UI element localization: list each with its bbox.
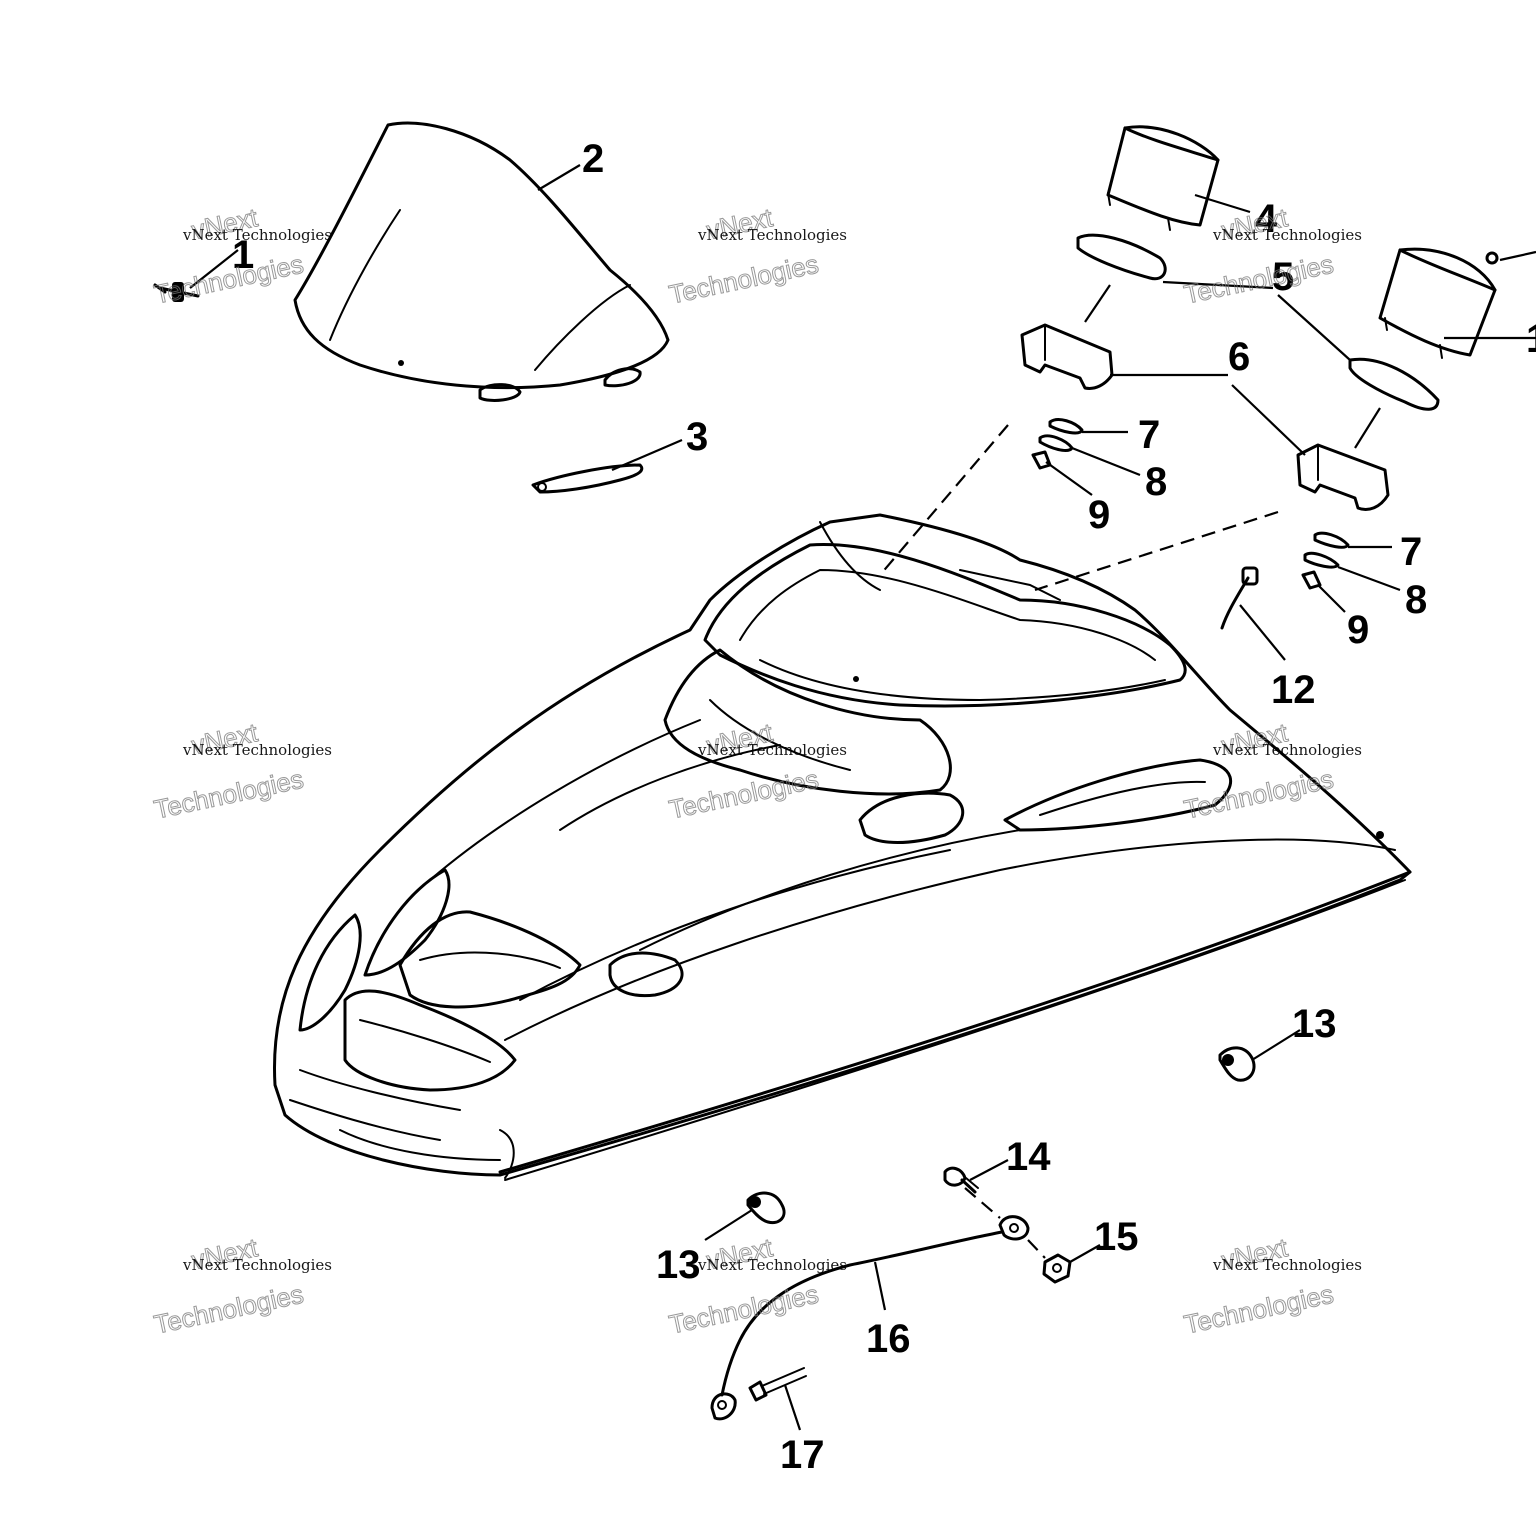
svg-text:Technologies: Technologies: [151, 1279, 306, 1340]
nut-part: [1042, 1253, 1072, 1284]
trim-strip: [531, 463, 644, 494]
callout-6: 6: [1228, 335, 1250, 379]
watermark: vNext vNext Technologies Technologies: [1181, 1232, 1362, 1341]
svg-text:Technologies: Technologies: [1181, 1279, 1336, 1340]
hardware-left: [1031, 418, 1084, 470]
svg-text:Technologies: Technologies: [1181, 764, 1336, 825]
gauge-bezel-left: [1020, 323, 1114, 390]
svg-text:vNext Technologies: vNext Technologies: [1212, 226, 1362, 244]
callout-5: 5: [1272, 255, 1294, 299]
callout-7-right: 7: [1400, 530, 1422, 574]
svg-text:vNext Technologies: vNext Technologies: [182, 1256, 332, 1274]
clip-right: [1218, 1046, 1256, 1082]
callout-8-left: 8: [1145, 460, 1167, 504]
svg-text:Technologies: Technologies: [666, 764, 821, 825]
svg-text:vNext Technologies: vNext Technologies: [1212, 741, 1362, 759]
svg-text:Technologies: Technologies: [151, 764, 306, 825]
watermark: vNext vNext Technologies Technologies: [1181, 717, 1362, 826]
gauge-left: [1106, 125, 1220, 231]
svg-text:vNext Technologies: vNext Technologies: [182, 226, 332, 244]
watermark: vNext vNext Technologies Technologies: [666, 202, 847, 311]
svg-text:Technologies: Technologies: [666, 249, 821, 310]
leader-lines: [189, 164, 1536, 1431]
callout-2: 2: [582, 137, 604, 181]
callout-9-left: 9: [1088, 493, 1110, 537]
callout-12: 12: [1271, 668, 1316, 712]
svg-text:vNext Technologies: vNext Technologies: [697, 741, 847, 759]
svg-text:vNext Technologies: vNext Technologies: [1212, 1256, 1362, 1274]
callout-4: 4: [1255, 197, 1278, 241]
callout-14: 14: [1006, 1135, 1051, 1179]
watermark: vNext vNext Technologies Technologies: [151, 717, 332, 826]
callout-3: 3: [686, 415, 708, 459]
bolt-part: [943, 1166, 979, 1194]
gauge-ring-right: [1348, 357, 1440, 411]
callouts: 1 2 3 4 5 6 7 8 9 7 8 9 12 13 13 14 15 1…: [232, 137, 1536, 1477]
watermarks: vNext vNext Technologies Technologies vN…: [151, 202, 1362, 1341]
watermark: vNext vNext Technologies Technologies: [151, 1232, 332, 1341]
gauge-ring-left: [1076, 233, 1167, 281]
callout-8-right: 8: [1405, 578, 1427, 622]
callout-17: 17: [780, 1433, 825, 1477]
callout-edge: 1: [1526, 317, 1536, 361]
clip-left: [746, 1191, 786, 1225]
callout-1: 1: [232, 233, 254, 277]
callout-13-right: 13: [1292, 1002, 1337, 1046]
rivet-part: [748, 1367, 807, 1402]
hood-body: [272, 513, 1412, 1181]
callout-13-left: 13: [656, 1243, 701, 1287]
watermark: vNext vNext Technologies Technologies: [666, 717, 847, 826]
svg-text:Technologies: Technologies: [1181, 249, 1336, 310]
hardware-right: [1301, 531, 1350, 590]
edge-screw: [1485, 250, 1536, 265]
wire-part: [1220, 566, 1259, 630]
windshield: [293, 121, 670, 402]
callout-7-left: 7: [1138, 413, 1160, 457]
svg-text:vNext Technologies: vNext Technologies: [697, 1256, 847, 1274]
callout-16: 16: [866, 1317, 911, 1361]
gauge-bezel-right: [1296, 443, 1390, 511]
svg-text:vNext Technologies: vNext Technologies: [182, 741, 332, 759]
callout-9-right: 9: [1347, 608, 1369, 652]
push-rivet-part: [153, 282, 200, 302]
gauge-right: [1378, 247, 1497, 359]
tether-cable: [710, 1215, 1030, 1421]
callout-15: 15: [1094, 1215, 1139, 1259]
svg-text:vNext Technologies: vNext Technologies: [697, 226, 847, 244]
